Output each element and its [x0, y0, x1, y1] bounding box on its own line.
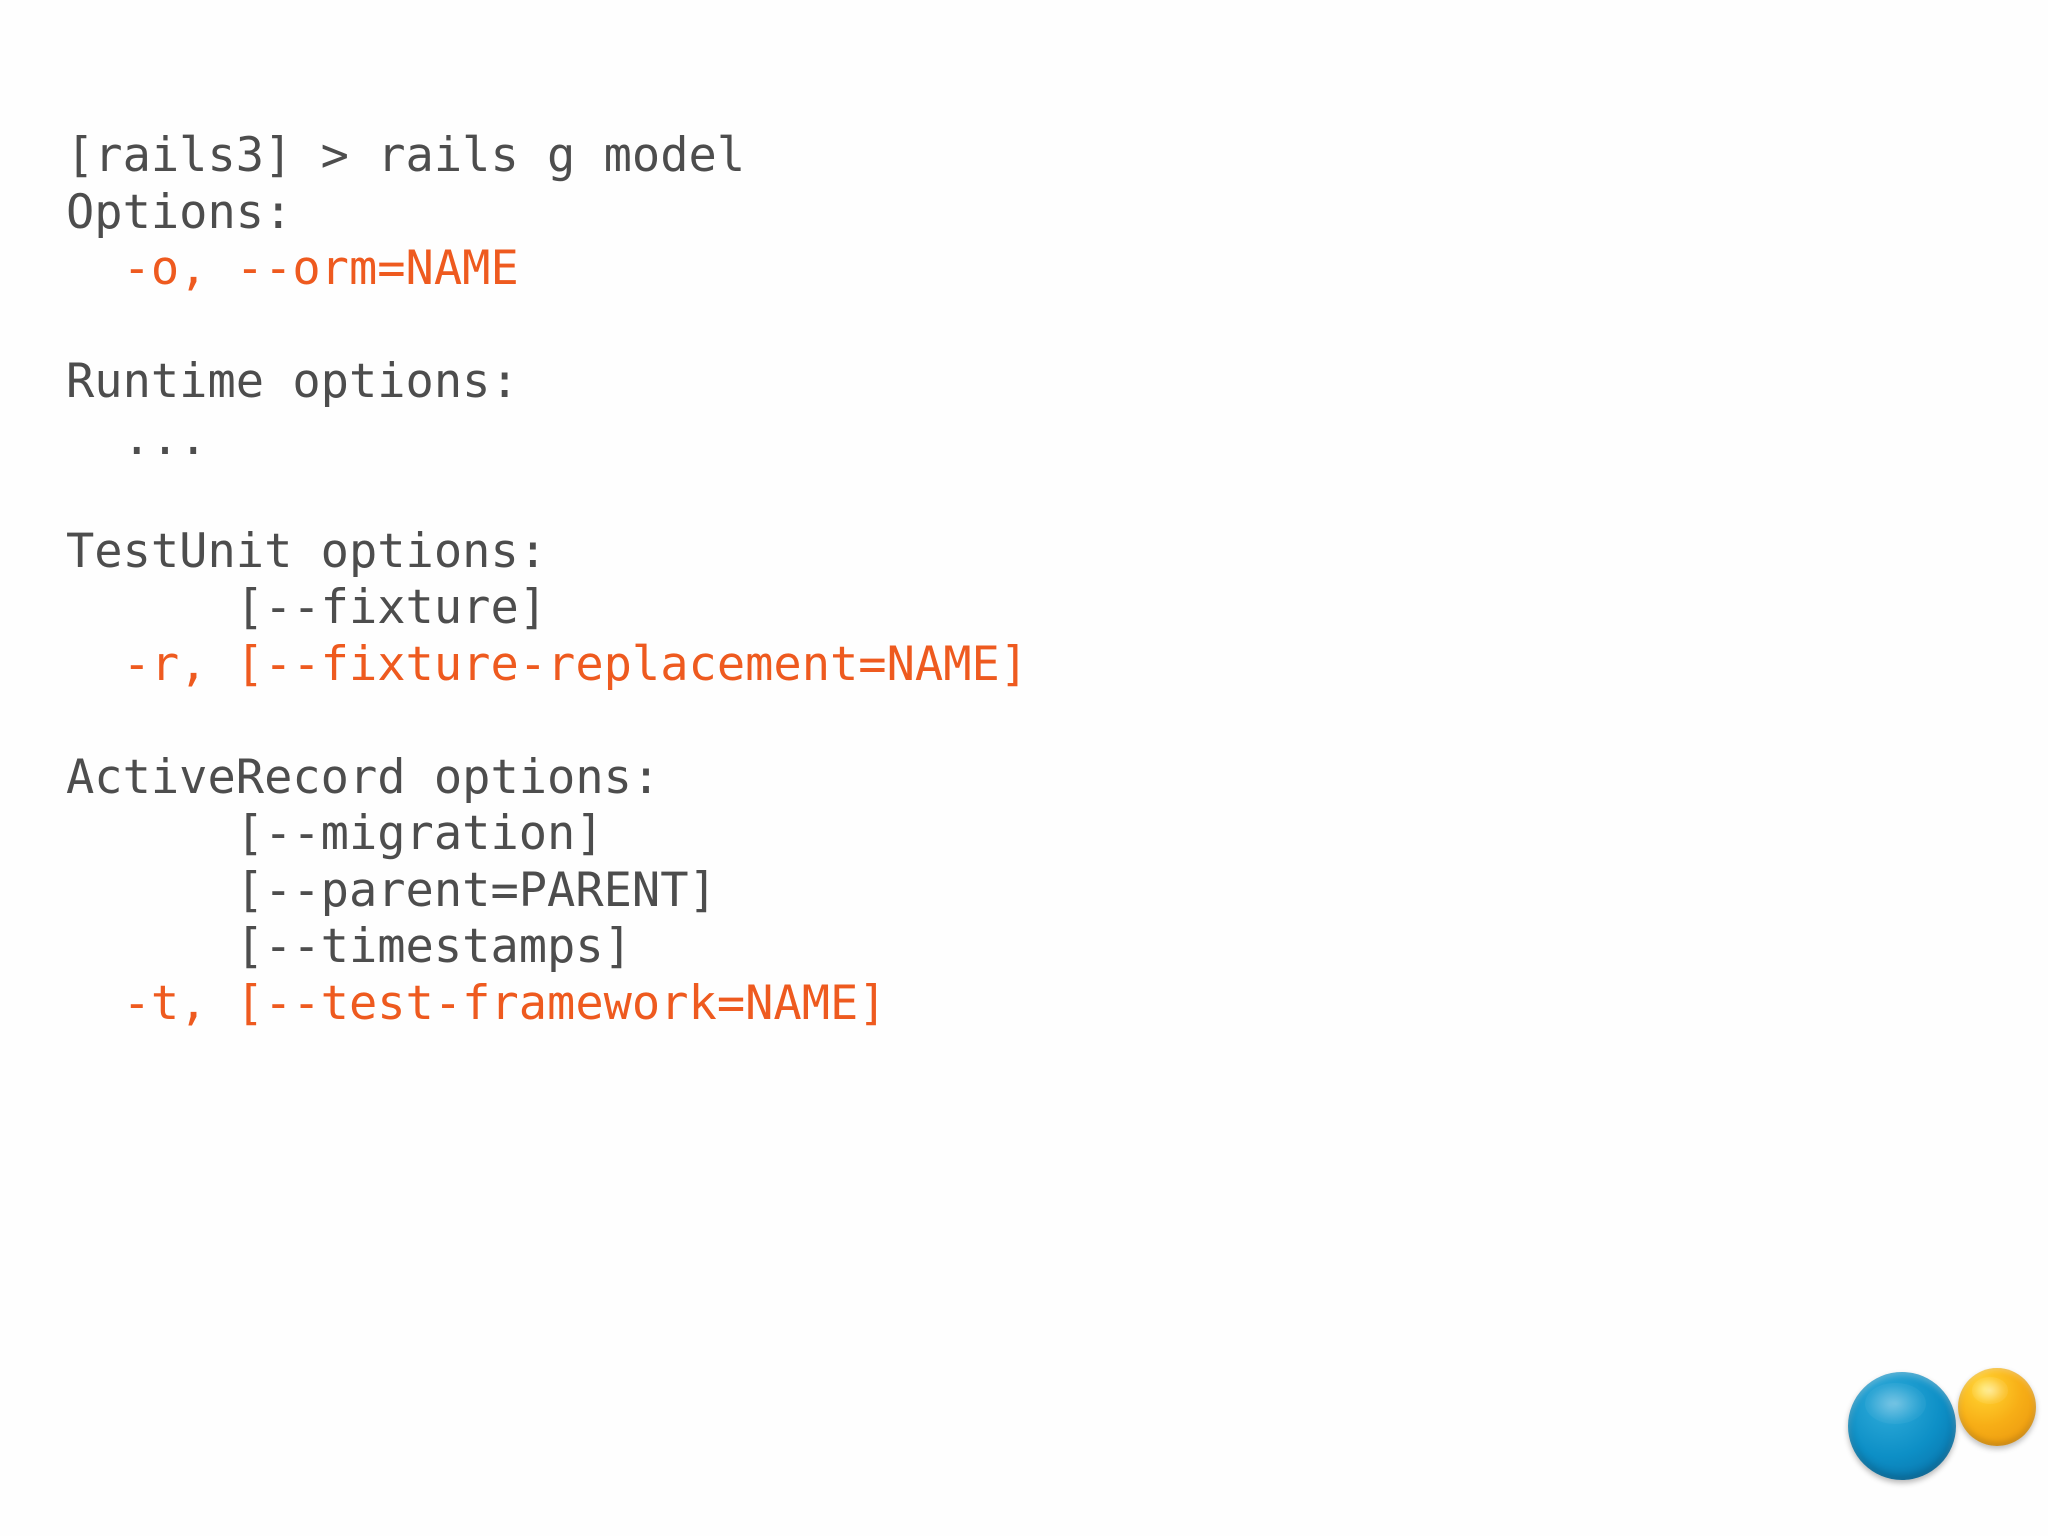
- terminal-line: Options:: [66, 184, 293, 240]
- terminal-line: [--parent=PARENT]: [66, 862, 717, 918]
- terminal-blank-line: [66, 693, 1886, 750]
- logo-spheres: [1840, 1358, 2048, 1498]
- terminal-line: ...: [66, 410, 208, 466]
- terminal-line: [--timestamps]: [66, 919, 632, 974]
- terminal-line: TestUnit options:: [66, 523, 548, 579]
- terminal-line: [rails3] > rails g model: [66, 128, 746, 183]
- blue-sphere-icon: [1848, 1372, 1956, 1480]
- terminal-blank-line: [66, 467, 1886, 524]
- terminal-line: -o, --orm=NAME: [66, 241, 519, 296]
- terminal-line: -t, [--test-framework=NAME]: [66, 975, 887, 1031]
- terminal-blank-line: [66, 298, 1886, 355]
- terminal-line: Runtime options:: [66, 354, 519, 409]
- orange-sphere-icon: [1958, 1368, 2036, 1446]
- terminal-line: [--migration]: [66, 806, 604, 861]
- terminal-line: ActiveRecord options:: [66, 749, 661, 805]
- terminal-line: [--fixture]: [66, 580, 548, 635]
- terminal-line: -r, [--fixture-replacement=NAME]: [66, 636, 1029, 692]
